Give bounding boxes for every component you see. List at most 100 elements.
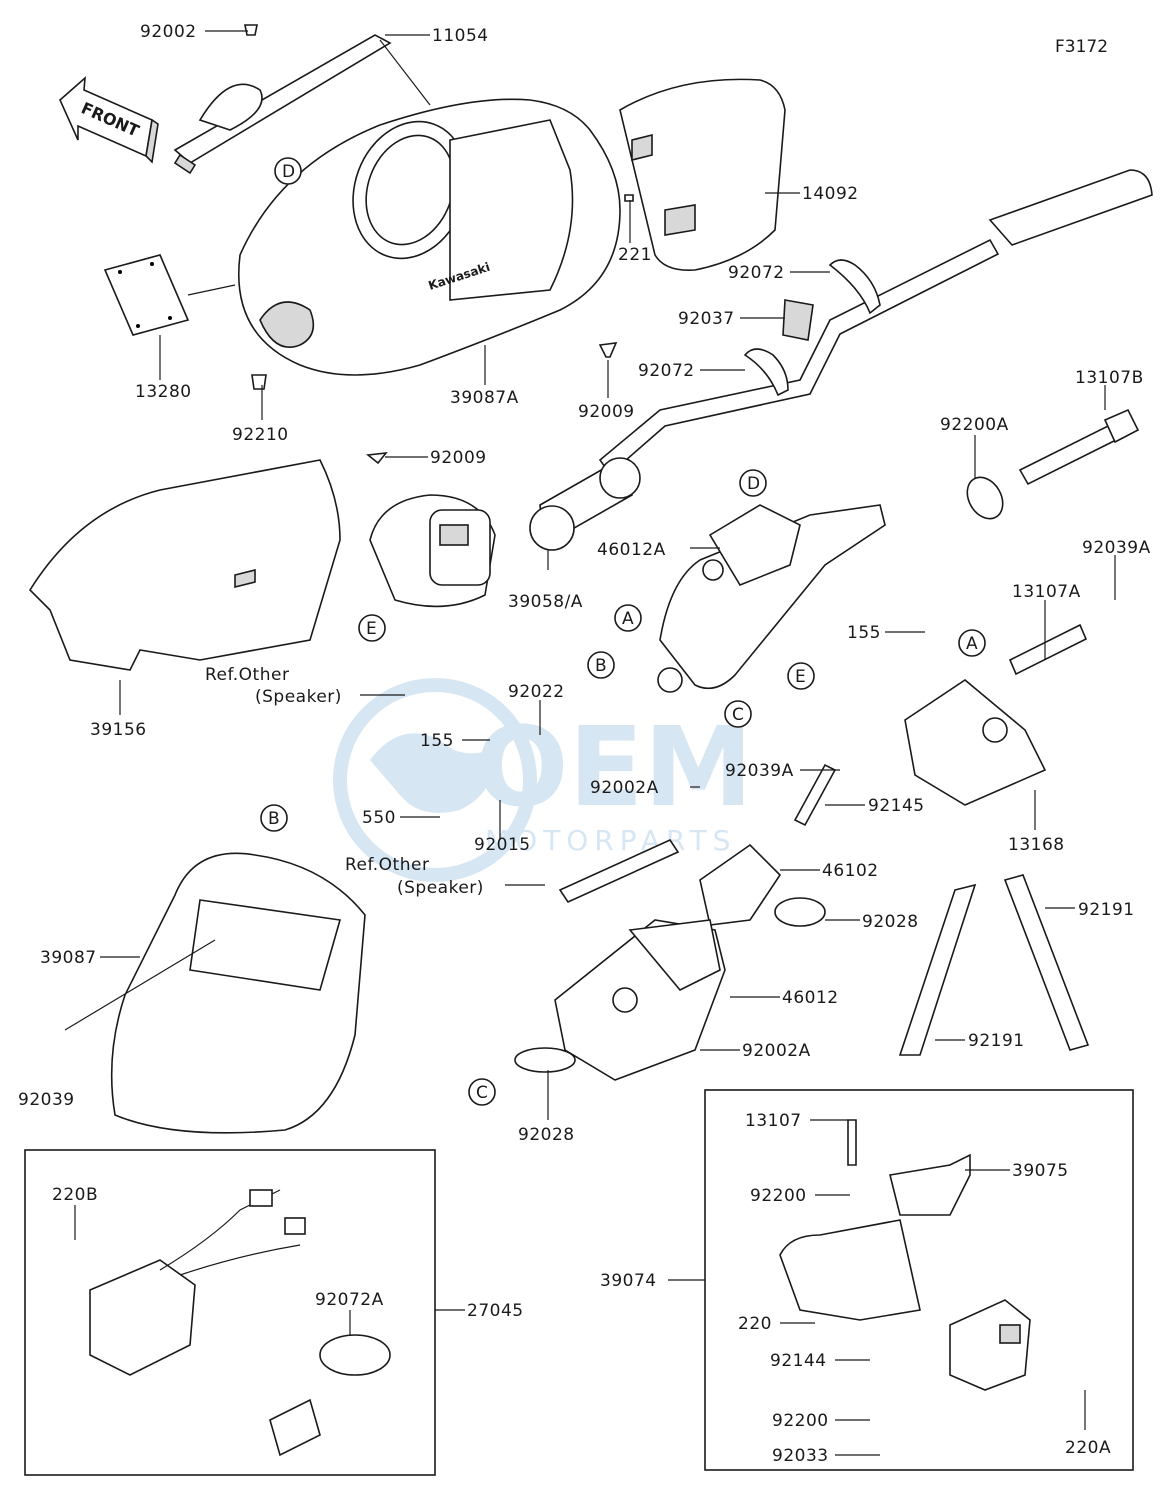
washer-92028-a	[774, 897, 826, 927]
label-46012A: 46012A	[597, 540, 666, 560]
svg-text:E: E	[366, 619, 377, 639]
label-92191-b: 92191	[968, 1031, 1025, 1051]
inset-39074-box	[704, 1089, 1134, 1471]
callout-e-right: E	[787, 662, 815, 690]
inset-27045-box	[24, 1149, 436, 1476]
ref-note-speaker-a-line1: Ref.Other	[205, 665, 289, 685]
label-155-b: 155	[420, 731, 454, 751]
label-155-a: 155	[847, 623, 881, 643]
label-92072A: 92072A	[315, 1290, 384, 1310]
meter-unit	[369, 494, 496, 608]
label-92033: 92033	[772, 1446, 829, 1466]
label-92015: 92015	[474, 835, 531, 855]
ref-note-speaker-a-line2: (Speaker)	[255, 687, 342, 707]
label-92191-a: 92191	[1078, 900, 1135, 920]
label-13107B: 13107B	[1075, 368, 1144, 388]
label-92002A-a: 92002A	[590, 778, 659, 798]
label-92072-top: 92072	[728, 263, 785, 283]
watermark-sub: MOTORPARTS	[485, 824, 736, 857]
bolt-13107B	[1018, 408, 1140, 486]
svg-text:D: D	[282, 162, 295, 182]
meter-cover-14092	[619, 78, 786, 272]
label-92145: 92145	[868, 796, 925, 816]
switch-27045	[89, 1189, 306, 1376]
svg-text:A: A	[966, 634, 978, 654]
label-92144: 92144	[770, 1351, 827, 1371]
label-39156: 39156	[90, 720, 147, 740]
label-39074: 39074	[600, 1271, 657, 1291]
steering-holder-46012	[554, 919, 726, 1081]
watermark: OEM MOTORPARTS	[333, 678, 753, 882]
svg-text:C: C	[732, 705, 744, 725]
leader-lines	[64, 30, 1116, 1456]
label-92009-b: 92009	[430, 448, 487, 468]
visor-11054	[173, 34, 392, 175]
washer-92200A	[966, 476, 1004, 520]
label-39087A: 39087A	[450, 388, 519, 408]
svg-text:B: B	[595, 656, 607, 676]
ref-note-speaker-b-line1: Ref.Other	[345, 855, 429, 875]
label-14092: 14092	[802, 184, 859, 204]
label-221: 221	[618, 245, 652, 265]
callout-b-mid: B	[587, 651, 615, 679]
callout-d-mid: D	[739, 469, 767, 497]
svg-text:C: C	[476, 1083, 488, 1103]
label-92210: 92210	[232, 425, 289, 445]
bolt-13107	[847, 1119, 857, 1166]
label-46012: 46012	[782, 988, 839, 1008]
label-92072-mid: 92072	[638, 361, 695, 381]
callout-b-low: B	[260, 804, 288, 832]
label-92002A-b: 92002A	[742, 1041, 811, 1061]
label-92028-b: 92028	[518, 1125, 575, 1145]
callout-a-right: A	[958, 629, 986, 657]
watermark-brand: OEM	[475, 703, 753, 831]
ref-note-speaker-a: Ref.Other (Speaker)	[205, 665, 342, 707]
label-92200-a: 92200	[750, 1186, 807, 1206]
figure-code: F3172	[1055, 37, 1108, 57]
callout-d-top: D	[274, 157, 302, 185]
rod-13107A	[1008, 623, 1088, 676]
svg-text:B: B	[268, 809, 280, 829]
handlebar	[529, 169, 1153, 551]
switch-46102	[699, 843, 782, 926]
svg-text:E: E	[795, 667, 806, 687]
label-220B: 220B	[52, 1185, 98, 1205]
label-13107: 13107	[745, 1111, 802, 1131]
front-arrow-icon: FRONT	[59, 76, 159, 164]
small-screws	[244, 24, 634, 465]
svg-text:D: D	[747, 474, 760, 494]
svg-text:A: A	[622, 609, 634, 629]
ref-note-speaker-b-line2: (Speaker)	[397, 878, 484, 898]
label-39075: 39075	[1012, 1161, 1069, 1181]
label-92028-a: 92028	[862, 912, 919, 932]
label-220: 220	[738, 1314, 772, 1334]
label-92200A: 92200A	[940, 415, 1009, 435]
steering-holder-46012A	[657, 504, 886, 693]
label-27045: 27045	[467, 1301, 524, 1321]
clamp-92072A	[269, 1334, 391, 1457]
label-92039A-top: 92039A	[1082, 538, 1151, 558]
label-220A: 220A	[1065, 1438, 1111, 1458]
cover-39087	[110, 852, 366, 1134]
label-39058A: 39058/A	[508, 592, 583, 612]
handlebar-cover-39087A: Kawasaki	[238, 98, 621, 376]
clamps-92072	[743, 259, 881, 397]
callout-c-mid: C	[724, 700, 752, 728]
rods-92191	[898, 874, 1090, 1056]
label-11054: 11054	[432, 26, 489, 46]
label-92039A: 92039A	[725, 761, 794, 781]
label-92039: 92039	[18, 1090, 75, 1110]
label-92022: 92022	[508, 682, 565, 702]
callout-a-left: A	[614, 604, 642, 632]
label-92009-a: 92009	[578, 402, 635, 422]
housing-39074	[779, 1219, 1031, 1391]
cover-39156	[28, 459, 341, 671]
spring-92145-cable	[558, 763, 837, 904]
label-13107A: 13107A	[1012, 582, 1081, 602]
callout-e-left: E	[358, 614, 386, 642]
label-13168: 13168	[1008, 835, 1065, 855]
part-number-labels: 92002 11054 14092 221 92072 92037 92072 …	[18, 22, 1151, 1466]
callout-c-low: C	[468, 1078, 496, 1106]
plate-13280	[103, 254, 190, 336]
